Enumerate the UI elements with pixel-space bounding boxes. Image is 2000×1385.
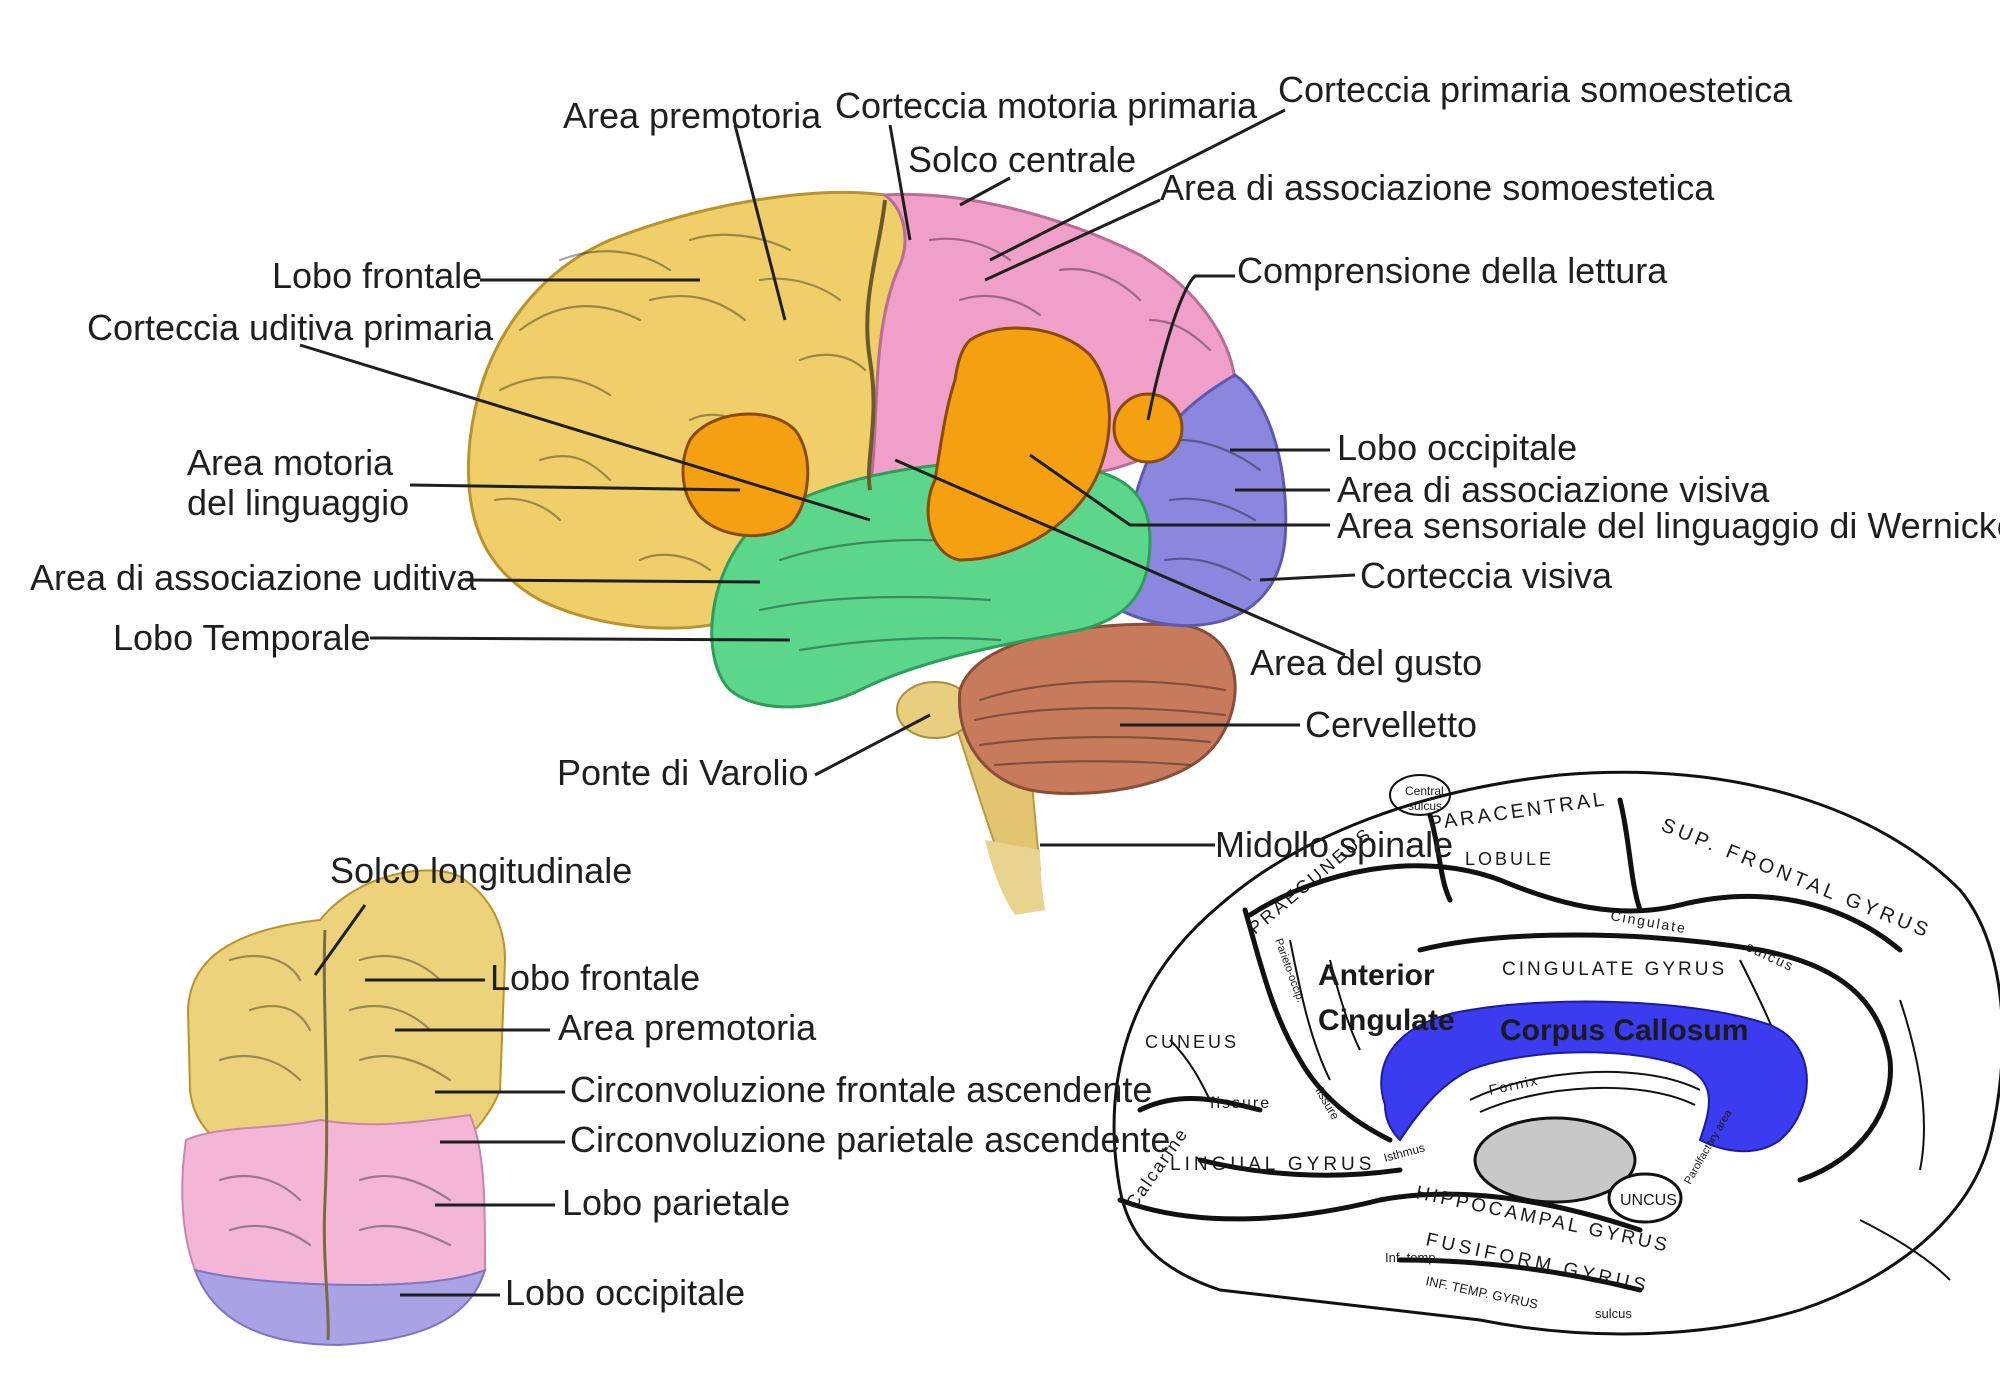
label-top-area-premotoria: Area premotoria xyxy=(558,1007,817,1048)
top-occipital-shape xyxy=(193,1268,487,1347)
label-cingulate-gyrus: CINGULATE GYRUS xyxy=(1502,959,1727,980)
label-lobo-temporale: Lobo Temporale xyxy=(113,617,371,658)
label-ponte-varolio: Ponte di Varolio xyxy=(557,752,809,793)
label-cervelletto: Cervelletto xyxy=(1305,704,1477,745)
label-uncus: UNCUS xyxy=(1620,1192,1677,1209)
label-area-associazione-somoestetica: Area di associazione somoestetica xyxy=(1160,167,1715,208)
label-lobule: LOBULE xyxy=(1465,849,1554,869)
label-paracentral: PARACENTRAL xyxy=(1428,788,1609,835)
label-lobo-parietale: Lobo parietale xyxy=(562,1182,790,1223)
label-fornix: Fornix xyxy=(1487,1072,1540,1098)
label-solco-centrale: Solco centrale xyxy=(908,139,1136,180)
label-comprensione-lettura: Comprensione della lettura xyxy=(1237,250,1668,291)
label-area-gusto: Area del gusto xyxy=(1250,642,1482,683)
label-midollo-spinale: Midollo spinale xyxy=(1215,824,1453,865)
central-sulcus-line xyxy=(865,199,887,491)
label-cingulate: Cingulate xyxy=(1318,1004,1455,1037)
label-cingulate-sulcus-2: sulcus xyxy=(1744,938,1798,974)
leader-lines xyxy=(299,108,1356,1297)
label-corteccia-primaria-somoestetica: Corteccia primaria somoestetica xyxy=(1278,69,1793,110)
label-solco-longitudinale: Solco longitudinale xyxy=(330,850,632,891)
corpus-callosum-shape xyxy=(1380,1000,1808,1153)
label-inf-temp-gyrus: INF. TEMP. GYRUS xyxy=(1424,1273,1539,1312)
label-fissure: fissure xyxy=(1210,1095,1271,1112)
label-lingual-gyrus: LINGUAL GYRUS xyxy=(1170,1154,1375,1175)
top-parietal-shape xyxy=(181,1113,487,1287)
broca-area-shape xyxy=(681,412,810,538)
label-isthmus: Isthmus xyxy=(1382,1141,1426,1165)
label-del-linguaggio: del linguaggio xyxy=(187,482,409,523)
label-area-associazione-visiva: Area di associazione visiva xyxy=(1337,469,1770,510)
label-area-wernicke: Area sensoriale del linguaggio di Wernic… xyxy=(1337,505,2000,546)
top-labels: Solco longitudinale Lobo frontale Area p… xyxy=(330,850,1170,1313)
uncus-shape xyxy=(1607,1172,1683,1224)
label-anterior: Anterior xyxy=(1318,959,1435,992)
wernicke-area-shape xyxy=(926,326,1111,562)
top-brain-illustration xyxy=(181,869,507,1347)
label-central: Central xyxy=(1405,784,1444,798)
label-top-lobo-frontale: Lobo frontale xyxy=(490,957,700,998)
longitudinal-fissure-line xyxy=(322,929,330,1341)
label-top-lobo-occipitale: Lobo occipitale xyxy=(505,1272,745,1313)
lateral-labels: Area premotoria Corteccia motoria primar… xyxy=(30,69,2000,865)
label-circ-parietale: Circonvoluzione parietale ascendente xyxy=(570,1119,1170,1160)
label-corteccia-motoria-primaria: Corteccia motoria primaria xyxy=(835,85,1258,126)
label-corteccia-visiva: Corteccia visiva xyxy=(1360,555,1613,596)
label-inf-temp: Inf. temp. xyxy=(1385,1250,1439,1265)
medial-brain-drawing xyxy=(1112,770,2000,1336)
thalamus-shape xyxy=(1473,1116,1637,1204)
label-area-premotoria: Area premotoria xyxy=(563,95,822,136)
label-area-associazione-uditiva: Area di associazione uditiva xyxy=(30,557,477,598)
label-sulcus: sulcus xyxy=(1408,799,1442,813)
label-cuneus: CUNEUS xyxy=(1145,1032,1239,1052)
label-lobo-occipitale: Lobo occipitale xyxy=(1337,427,1577,468)
reading-area-shape xyxy=(1112,392,1184,464)
label-area-motoria: Area motoria xyxy=(187,442,394,483)
lateral-brain-illustration xyxy=(466,190,1288,915)
label-lobo-frontale: Lobo frontale xyxy=(272,255,482,296)
label-circ-frontale: Circonvoluzione frontale ascendente xyxy=(570,1069,1152,1110)
spinal-cord-shape xyxy=(985,840,1045,915)
label-inf-temp-sulcus: sulcus xyxy=(1595,1306,1632,1321)
label-sup-frontal-gyrus: SUP. FRONTAL GYRUS xyxy=(1658,814,1935,943)
label-corpus-callosum: Corpus Callosum xyxy=(1500,1014,1748,1047)
label-parieto-occip: Parieto-occip. xyxy=(1272,937,1306,1004)
medial-outline xyxy=(1112,770,2000,1336)
label-corteccia-uditiva-primaria: Corteccia uditiva primaria xyxy=(87,307,494,348)
